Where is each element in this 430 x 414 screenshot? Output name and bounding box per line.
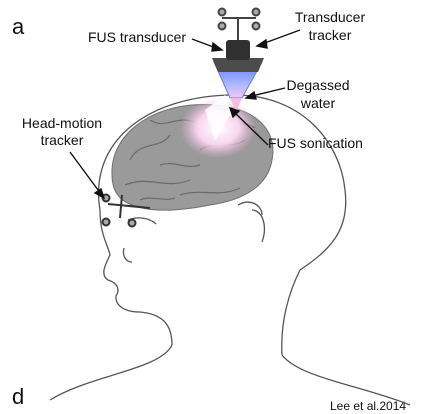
label-head-motion-tracker-2: tracker [41,132,84,148]
transducer-tracker-device [219,9,260,41]
transducer-body [212,58,264,72]
label-degassed-water-2: water [300,95,336,111]
label-degassed-water-1: Degassed [286,77,349,93]
brain-illustration [112,95,273,210]
label-fus-sonication: FUS sonication [268,135,363,151]
credit-text: Lee et al.2014 [330,399,406,413]
panel-label-a: a [12,14,25,39]
label-transducer-tracker-1: Transducer [295,9,366,25]
label-fus-transducer: FUS transducer [88,29,186,45]
label-head-motion-tracker-1: Head-motion [22,115,102,131]
panel-label-d: d [12,384,24,409]
label-transducer-tracker-2: tracker [309,27,352,43]
